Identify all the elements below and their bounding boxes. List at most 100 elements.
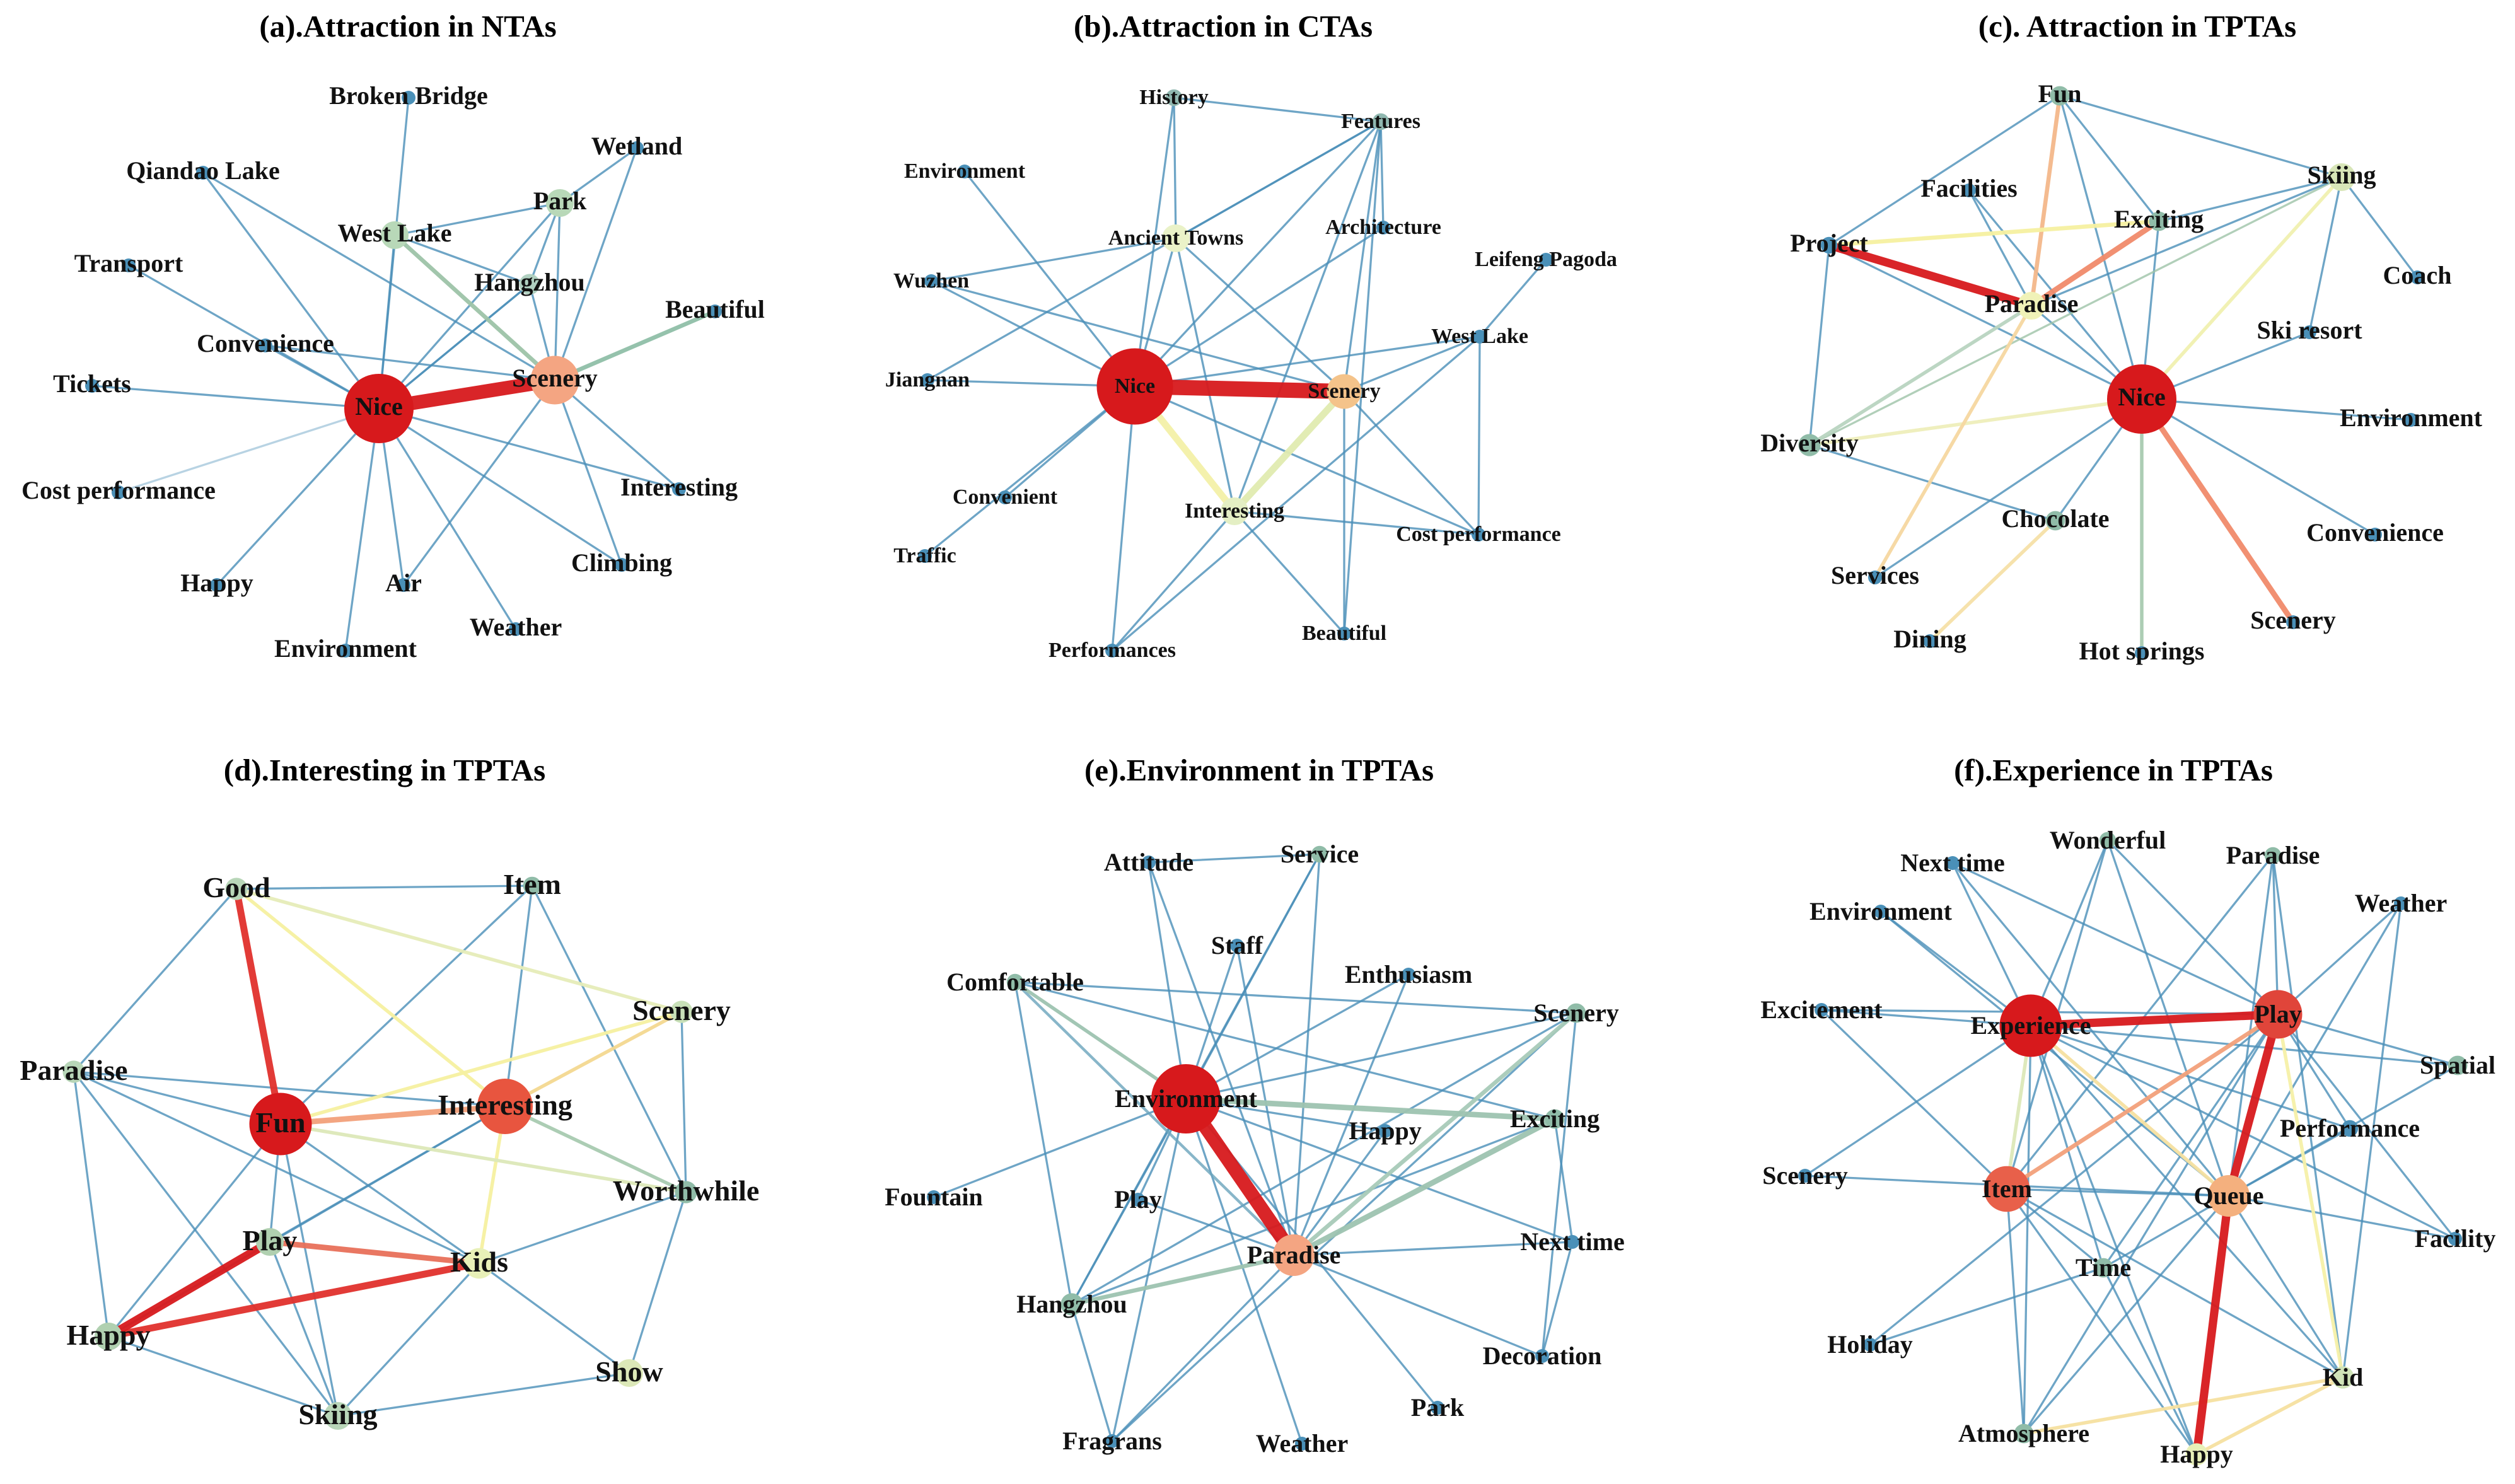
edge-westlake-costperf (1477, 335, 1481, 536)
node-label-environment: Environment (274, 634, 417, 663)
node-chocolate (2045, 511, 2065, 531)
node-nice (344, 374, 414, 443)
node-interesting (672, 482, 686, 496)
node-label-service: Service (1281, 840, 1359, 868)
node-tickets (85, 379, 99, 393)
edge-hangzhou-fragrans (1071, 1303, 1113, 1442)
edge-westlake-park (393, 202, 561, 236)
node-label-westlake: West Lake (337, 219, 451, 247)
edge-comfortable-exciting (1014, 981, 1556, 1120)
panel-c-title: (c). Attraction in TPTAs (1978, 9, 2296, 43)
edge-scenery-interesting (554, 379, 680, 490)
edge-kids-show (478, 1262, 630, 1374)
node-westlake (1473, 330, 1487, 344)
node-environment (2404, 413, 2418, 427)
edge-nice-skiing (2140, 175, 2344, 401)
edge-attitude-service (1147, 853, 1321, 864)
edge-environment-attitude (1147, 861, 1187, 1100)
node-label-kid: Kid (2323, 1363, 2363, 1391)
node-excitement (1815, 1003, 1828, 1017)
edge-westlake-performances (1111, 335, 1481, 652)
node-play (256, 1228, 284, 1256)
edge-nice-scenery (2139, 396, 2296, 625)
node-label-ancienttowns: Ancient Towns (1108, 226, 1243, 250)
node-label-facility: Facility (2415, 1224, 2496, 1253)
edge-fun-interesting (277, 1103, 508, 1127)
node-environment (1151, 1064, 1221, 1133)
node-label-fragrans: Fragrans (1062, 1427, 1162, 1455)
node-scenery (530, 356, 579, 405)
node-label-hangzhou: Hangzhou (1016, 1290, 1127, 1318)
edge-nice-architecture (1134, 226, 1385, 388)
node-label-nice: Nice (355, 392, 403, 420)
node-kid (2332, 1366, 2354, 1389)
node-label-skiresort: Ski resort (2257, 316, 2362, 344)
edge-item-worthwhile (531, 884, 687, 1193)
edge-nice-climbing (378, 407, 623, 566)
edge-paradise-attitude (1147, 861, 1295, 1256)
edge-scenery-climbing (554, 379, 623, 566)
node-services (1868, 571, 1882, 584)
edge-experience-play (2026, 1010, 2282, 1030)
node-qiandao (196, 166, 210, 180)
node-holiday (1863, 1338, 1877, 1352)
node-label-convenient: Convenient (953, 485, 1058, 509)
edge-nice-qiandao (202, 171, 380, 410)
edge-interesting-paradise (73, 1070, 506, 1108)
node-label-history: History (1139, 86, 1209, 109)
edge-skiing-paradise (2030, 176, 2343, 307)
edge-scenery-convenience (264, 344, 556, 381)
edge-happy-skiing (107, 1335, 339, 1417)
node-fragrans (1105, 1434, 1119, 1448)
node-label-enthusiasm: Enthusiasm (1345, 960, 1472, 988)
node-label-weather: Weather (1256, 1429, 1349, 1458)
node-label-chocolate: Chocolate (2001, 504, 2109, 533)
node-costperf (1472, 528, 1485, 542)
node-weather (2394, 896, 2408, 910)
node-label-traffic: Traffic (893, 544, 956, 567)
node-label-scenery: Scenery (512, 364, 598, 392)
edge-experience-kid (2030, 1024, 2344, 1379)
edge-project-diversity (1808, 244, 1830, 446)
node-dining (1923, 634, 1937, 648)
edge-features-beautiful (1343, 120, 1382, 635)
node-staff (1230, 939, 1244, 953)
edge-play-facility (2277, 1013, 2456, 1240)
edge-fun-skiing (279, 1123, 339, 1417)
edge-item-play (2004, 1012, 2280, 1191)
edge-good-paradise (73, 888, 238, 1073)
edge-time-holiday (1869, 1267, 2105, 1346)
edge-comfortable-paradise (1013, 980, 1296, 1257)
edge-fun-exciting (2059, 95, 2160, 223)
edge-queue-facility (2227, 1195, 2456, 1240)
edge-interesting-costperf (1233, 510, 1480, 536)
edge-project-paradise (1825, 241, 2036, 310)
node-label-weather: Weather (470, 613, 562, 641)
node-label-skiing: Skiing (2308, 161, 2376, 189)
node-scenery (1327, 374, 1362, 409)
edge-fun-project (1828, 95, 2061, 246)
edge-scenery-park (554, 202, 561, 381)
node-label-performance: Performance (2280, 1114, 2420, 1142)
node-label-paradise: Paradise (1985, 289, 2079, 318)
node-environment (958, 165, 972, 178)
edge-queue-kid (2227, 1195, 2344, 1379)
node-skiing (2328, 163, 2355, 191)
node-history (1165, 89, 1183, 107)
node-label-westlake: West Lake (1431, 325, 1528, 348)
node-label-nice: Nice (1115, 374, 1155, 398)
edge-experience-happy (2030, 1024, 2198, 1456)
node-westlake (381, 221, 409, 249)
node-label-beautiful: Beautiful (665, 295, 765, 323)
edge-good-fun (233, 885, 284, 1128)
edge-scenery-features (1343, 120, 1382, 393)
node-service (1311, 845, 1328, 863)
node-label-qiandao: Qiandao Lake (126, 156, 279, 185)
edge-paradise-exciting (2028, 218, 2162, 309)
node-label-happy: Happy (1349, 1116, 1422, 1145)
edge-paradise-diversity (1808, 304, 2033, 447)
edge-westlake-leifeng (1478, 258, 1547, 338)
edge-paradise-enthusiasm (1292, 973, 1410, 1256)
edge-fun-scenery (279, 1010, 683, 1126)
edge-nice-services (1874, 398, 2143, 579)
